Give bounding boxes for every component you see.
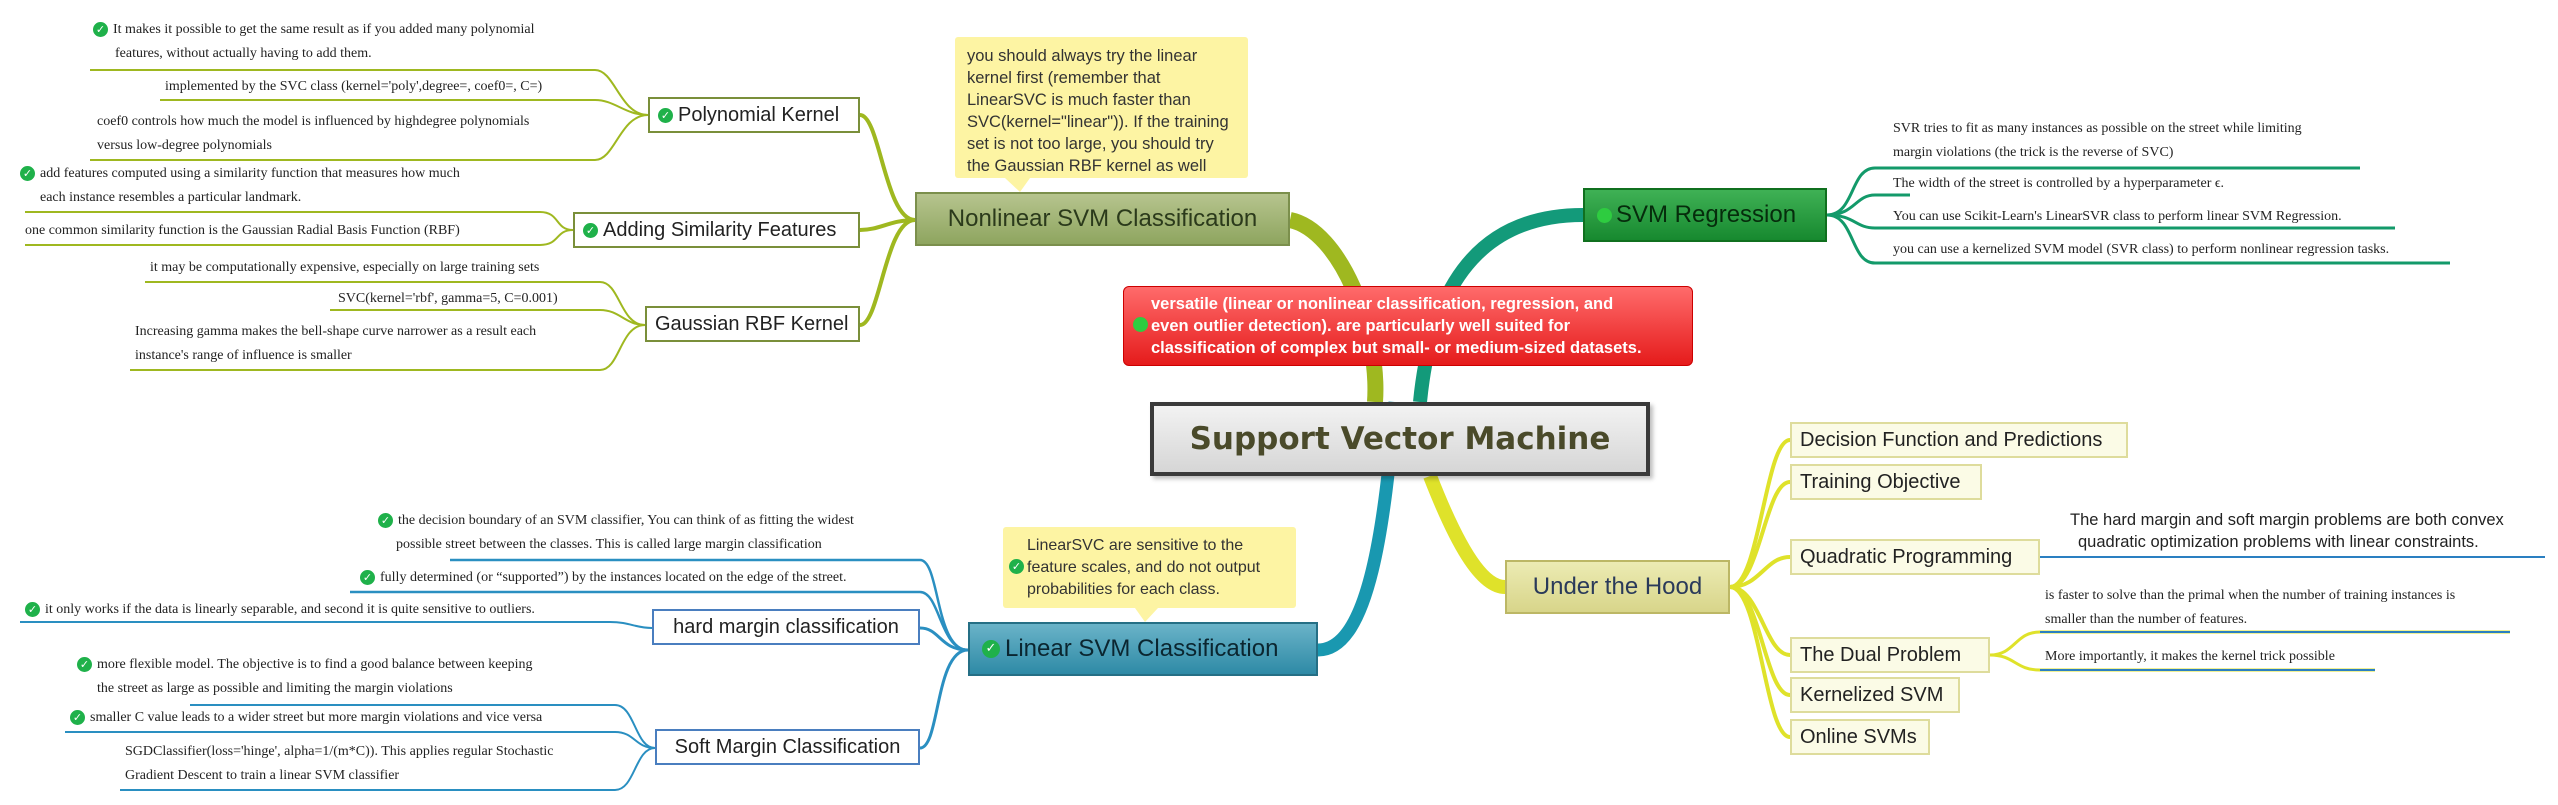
- note-line: probabilities for each class.: [1027, 581, 1220, 598]
- leaf-text: it may be computationally expensive, esp…: [150, 260, 540, 275]
- subtopic-label: Gaussian RBF Kernel: [655, 312, 849, 335]
- leaf-text: ✓fully determined (or “supported”) by th…: [360, 566, 847, 590]
- note-line: LinearSVC is much faster than: [967, 91, 1191, 109]
- leaf-text: smaller than the number of features.: [2045, 612, 2248, 627]
- check-icon: ✓: [1009, 559, 1024, 574]
- note-line: feature scales, and do not output: [1027, 559, 1261, 576]
- intro-line: classification of complex but small- or …: [1151, 339, 1642, 357]
- subtopic-label: Decision Function and Predictions: [1800, 428, 2103, 451]
- leaf-text: You can use Scikit-Learn's LinearSVR cla…: [1893, 209, 2342, 224]
- leaf-text: SGDClassifier(loss='hinge', alpha=1/(m*C…: [125, 744, 554, 759]
- note-line: SVC(kernel="linear")). If the training: [967, 113, 1229, 131]
- topic-under-the-hood[interactable]: Under the Hood: [1505, 560, 1730, 614]
- leaf-text: possible street between the classes. Thi…: [396, 537, 822, 552]
- subtopic-polynomial-kernel[interactable]: ✓ Polynomial Kernel: [648, 97, 860, 133]
- check-icon: ✓: [93, 22, 108, 38]
- subtopic-dual-problem[interactable]: The Dual Problem: [1790, 637, 1990, 673]
- topic-linear-svm[interactable]: ✓ Linear SVM Classification: [968, 622, 1318, 676]
- note-line: LinearSVC are sensitive to the: [1027, 537, 1244, 554]
- subtopic-kernelized-svm[interactable]: Kernelized SVM: [1790, 677, 1960, 713]
- leaf-text: one common similarity function is the Ga…: [25, 223, 460, 238]
- topic-svm-regression[interactable]: SVM Regression: [1583, 188, 1827, 242]
- intro-callout[interactable]: versatile (linear or nonlinear classific…: [1123, 286, 1693, 366]
- status-dot-icon: [1597, 207, 1612, 223]
- subtopic-label: Polynomial Kernel: [678, 103, 840, 126]
- nonlinear-note: you should always try the linear kernel …: [955, 37, 1248, 178]
- check-icon: ✓: [20, 166, 35, 182]
- central-topic[interactable]: Support Vector Machine: [1150, 402, 1650, 476]
- leaf-text: margin violations (the trick is the reve…: [1893, 145, 2174, 160]
- leaf-text: quadratic optimization problems with lin…: [2078, 533, 2479, 551]
- leaf-text: ✓smaller C value leads to a wider street…: [70, 706, 542, 730]
- status-dot-icon: [1133, 317, 1148, 332]
- leaf-text: ✓the decision boundary of an SVM classif…: [378, 509, 854, 533]
- leaf-text: More importantly, it makes the kernel tr…: [2045, 649, 2335, 664]
- leaf-text: ✓add features computed using a similarit…: [20, 162, 460, 186]
- topic-label: Linear SVM Classification: [1005, 635, 1279, 662]
- subtopic-soft-margin[interactable]: Soft Margin Classification: [655, 729, 920, 765]
- leaf-text: SVC(kernel='rbf', gamma=5, C=0.001): [338, 291, 558, 306]
- intro-line: even outlier detection). are particularl…: [1151, 317, 1571, 335]
- leaf-text: Increasing gamma makes the bell-shape cu…: [135, 324, 537, 339]
- check-icon: ✓: [378, 513, 393, 529]
- subtopic-online-svms[interactable]: Online SVMs: [1790, 719, 1930, 755]
- leaf-text: ✓more flexible model. The objective is t…: [77, 653, 533, 677]
- leaf-text: ✓It makes it possible to get the same re…: [93, 18, 534, 42]
- topic-label: Under the Hood: [1532, 573, 1703, 600]
- subtopic-gaussian-rbf[interactable]: Gaussian RBF Kernel: [645, 306, 860, 342]
- subtopic-decision-function[interactable]: Decision Function and Predictions: [1790, 422, 2128, 458]
- subtopic-label: Training Objective: [1800, 470, 1961, 493]
- leaf-text: versus low-degree polynomials: [97, 138, 272, 153]
- leaf-text: The width of the street is controlled by…: [1893, 176, 2225, 191]
- subtopic-training-objective[interactable]: Training Objective: [1790, 464, 1982, 500]
- check-icon: ✓: [360, 570, 375, 586]
- leaf-text: instance's range of influence is smaller: [135, 348, 352, 363]
- leaf-text: The hard margin and soft margin problems…: [2070, 511, 2504, 529]
- check-icon: ✓: [25, 602, 40, 618]
- leaf-text: each instance resembles a particular lan…: [40, 190, 302, 205]
- subtopic-label: Adding Similarity Features: [603, 218, 837, 241]
- leaf-text: ✓it only works if the data is linearly s…: [25, 598, 535, 622]
- leaf-text: the street as large as possible and limi…: [97, 681, 453, 696]
- leaf-text: features, without actually having to add…: [115, 46, 372, 61]
- note-line: the Gaussian RBF kernel as well: [967, 157, 1207, 175]
- check-icon: ✓: [583, 222, 598, 238]
- leaf-text: implemented by the SVC class (kernel='po…: [165, 79, 543, 94]
- topic-label: SVM Regression: [1616, 201, 1797, 228]
- subtopic-label: hard margin classification: [673, 615, 899, 638]
- subtopic-quadratic-programming[interactable]: Quadratic Programming: [1790, 539, 2040, 575]
- subtopic-hard-margin[interactable]: hard margin classification: [652, 609, 920, 645]
- subtopic-label: Online SVMs: [1800, 725, 1917, 748]
- note-line: you should always try the linear: [967, 47, 1198, 65]
- subtopic-label: Kernelized SVM: [1800, 683, 1944, 706]
- linear-note: ✓ LinearSVC are sensitive to the feature…: [1003, 527, 1296, 608]
- leaf-text: is faster to solve than the primal when …: [2045, 588, 2456, 603]
- check-icon: ✓: [658, 107, 673, 123]
- check-icon: ✓: [70, 710, 85, 726]
- subtopic-label: Quadratic Programming: [1800, 545, 2013, 568]
- subtopic-label: The Dual Problem: [1800, 643, 1962, 666]
- subtopic-similarity-features[interactable]: ✓ Adding Similarity Features: [573, 212, 860, 248]
- leaf-text: you can use a kernelized SVM model (SVR …: [1893, 242, 2390, 257]
- note-line: set is not too large, you should try: [967, 135, 1214, 153]
- leaf-text: SVR tries to fit as many instances as po…: [1893, 121, 2302, 136]
- leaf-text: Gradient Descent to train a linear SVM c…: [125, 768, 400, 783]
- check-icon: ✓: [77, 657, 92, 673]
- subtopic-label: Soft Margin Classification: [674, 735, 901, 758]
- intro-line: versatile (linear or nonlinear classific…: [1151, 295, 1614, 313]
- topic-label: Nonlinear SVM Classification: [947, 205, 1258, 232]
- check-icon: ✓: [982, 640, 1000, 658]
- leaf-text: coef0 controls how much the model is inf…: [97, 114, 530, 129]
- note-line: kernel first (remember that: [967, 69, 1161, 87]
- branch-hood: [1423, 473, 1506, 594]
- topic-nonlinear-svm[interactable]: Nonlinear SVM Classification: [915, 192, 1290, 246]
